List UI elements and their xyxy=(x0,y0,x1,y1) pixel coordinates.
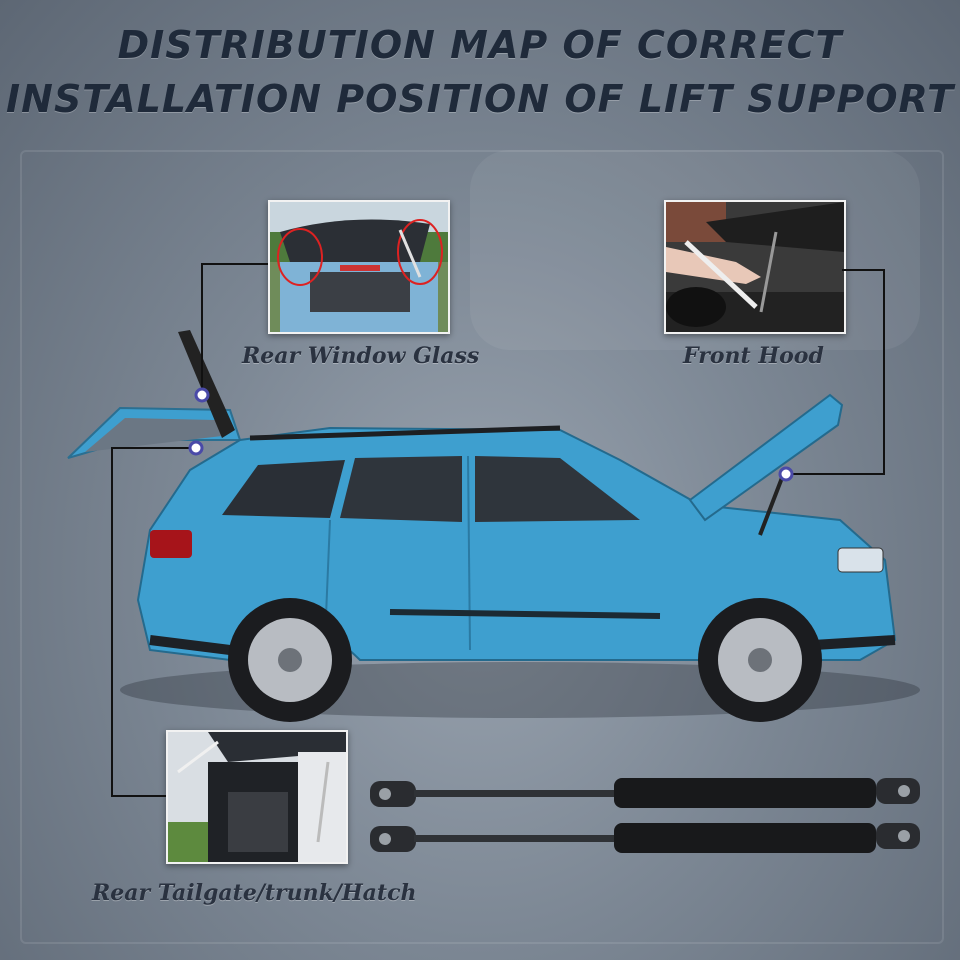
gas-strut-1 xyxy=(370,778,920,808)
gas-strut-2 xyxy=(370,823,920,853)
front-wheel xyxy=(698,598,822,722)
connector-dot-rear-tailgate xyxy=(188,440,204,456)
car-side-trim xyxy=(389,609,661,619)
car-window-middle xyxy=(340,456,462,522)
front-hood-photo xyxy=(664,200,846,334)
rear-tailgate-photo xyxy=(166,730,348,864)
car-door-line-1 xyxy=(467,455,471,651)
car-roof-rail xyxy=(249,425,561,441)
car-tailgate-window xyxy=(85,418,222,452)
rear-wheel xyxy=(228,598,352,722)
car-headlight xyxy=(837,547,884,573)
car-tail-light xyxy=(150,530,192,558)
title-line-2: INSTALLATION POSITION OF LIFT SUPPORT xyxy=(6,77,954,121)
connector-rear-tailgate xyxy=(111,447,196,797)
label-rear-window-glass: Rear Window Glass xyxy=(242,343,480,369)
car-window-front xyxy=(475,456,640,522)
connector-dot-rear-window xyxy=(194,387,210,403)
hood-strut xyxy=(758,469,787,536)
car-spoiler xyxy=(178,330,235,438)
label-rear-tailgate: Rear Tailgate/trunk/Hatch xyxy=(92,880,417,906)
connector-rear-window xyxy=(201,263,268,395)
connector-dot-front-hood xyxy=(778,466,794,482)
label-front-hood: Front Hood xyxy=(683,343,824,369)
car-hood xyxy=(688,393,844,522)
rear-window-photo xyxy=(268,200,450,334)
connector-front-hood xyxy=(786,269,885,475)
car-window-rear xyxy=(222,460,345,518)
background-frame xyxy=(20,150,944,944)
title-line-1: DISTRIBUTION MAP OF CORRECT xyxy=(117,23,843,67)
